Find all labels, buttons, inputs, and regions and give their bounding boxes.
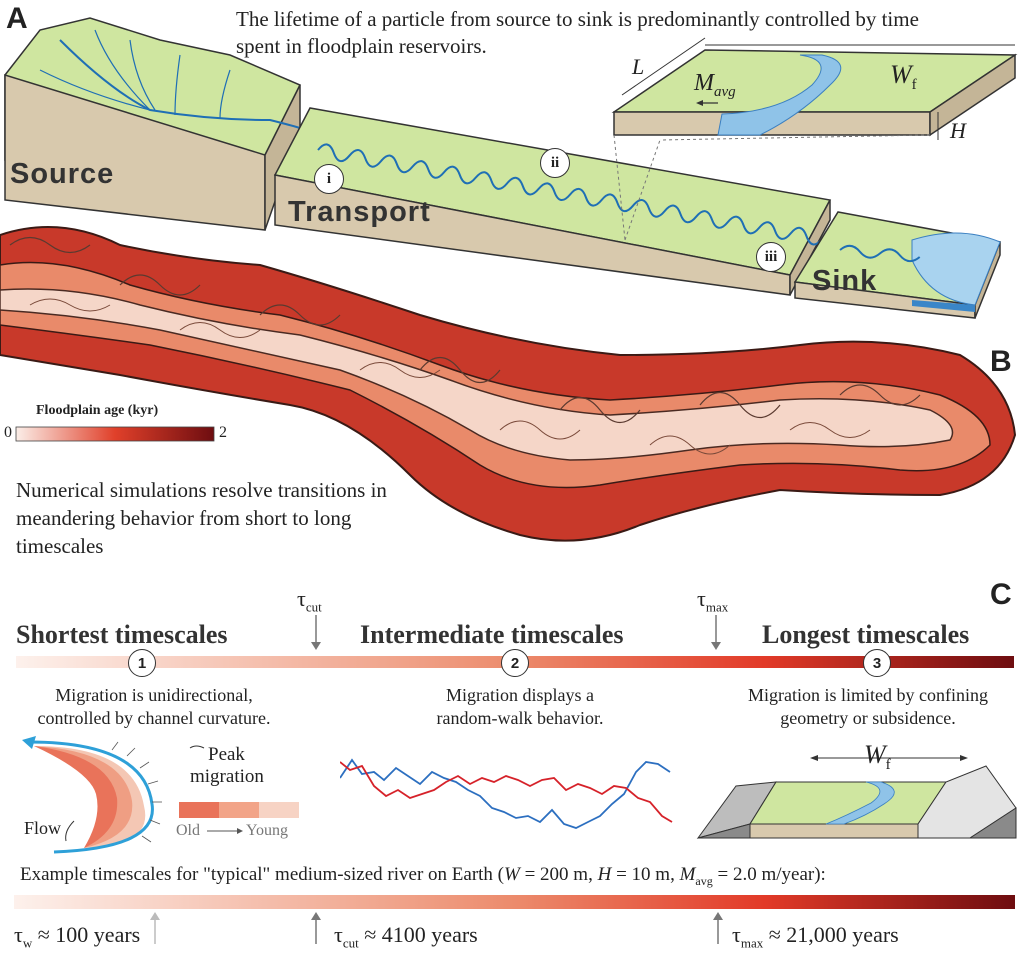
random-walk-diagram: [340, 758, 673, 829]
tau-w-subscript: w: [22, 935, 33, 951]
tau-cut-subscript: cut: [305, 599, 322, 615]
tau-max-value-symbol: τ: [732, 922, 741, 947]
description-shortest-line1: Migration is unidirectional,: [55, 685, 253, 705]
description-shortest-line2: controlled by channel curvature.: [37, 708, 271, 728]
example-timescales-text: Example timescales for "typical" medium-…: [20, 864, 826, 889]
source-block: [4, 17, 302, 231]
heading-intermediate: Intermediate timescales: [360, 620, 624, 649]
intro-text: The lifetime of a particle from source t…: [236, 7, 919, 58]
description-intermediate-line1: Migration displays a: [446, 685, 594, 705]
inset-height-label: H: [950, 118, 966, 143]
stage-transport-label: Transport: [288, 196, 431, 228]
marker-iii: iii: [756, 242, 786, 272]
marker-ii: ii: [540, 148, 570, 178]
sink-block: [793, 211, 1002, 319]
example-prefix: Example timescales for "typical" medium-…: [20, 864, 505, 885]
example-m-subscript: avg: [695, 873, 713, 888]
heading-shortest: Shortest timescales: [16, 620, 228, 649]
stage-source-label: Source: [10, 158, 115, 190]
panel-label-b: B: [990, 345, 1012, 378]
meander-belt: [0, 226, 1017, 542]
panel-b-description: Numerical simulations resolve transition…: [16, 478, 387, 558]
tau-max-value: τmax ≈ 21,000 years: [732, 922, 899, 951]
example-w-value: = 200 m,: [519, 864, 598, 885]
stage-number-2: 2: [501, 649, 529, 677]
heading-longest: Longest timescales: [762, 620, 970, 649]
tau-cut-value-text: ≈ 4100 years: [358, 922, 478, 947]
tau-cut-value-subscript: cut: [342, 935, 359, 951]
timescale-bar-bottom: [14, 895, 1015, 944]
description-intermediate: Migration displays a random-walk behavio…: [400, 684, 640, 730]
tau-max-value-subscript: max: [740, 935, 764, 951]
inset-width-subscript: f: [911, 77, 917, 94]
tau-cut-label: τcut: [297, 586, 322, 615]
marker-i: i: [314, 164, 344, 194]
floodplain-age-map: [0, 226, 1017, 542]
legend-title: Floodplain age (kyr): [36, 403, 159, 418]
inset-length-label: L: [632, 54, 645, 79]
age-colorbar: [15, 426, 215, 442]
legend-max: 2: [219, 424, 227, 441]
inset-migration-subscript: avg: [714, 83, 736, 100]
confined-valley-diagram: [696, 755, 1017, 839]
tau-cut-symbol: τ: [297, 586, 306, 611]
tau-w-text: ≈ 100 years: [32, 922, 141, 947]
valley-width-symbol: W: [864, 740, 886, 769]
tau-max-label: τmax: [697, 586, 728, 615]
inset-width-label: Wf: [890, 60, 917, 94]
panel-label-c: C: [990, 578, 1012, 611]
flow-label: Flow: [24, 818, 62, 838]
inset-migration-label: Mavg: [694, 70, 736, 101]
example-m-value: = 2.0 m/year):: [712, 864, 826, 885]
floodplain-inset: [611, 37, 1018, 241]
example-h-symbol: H: [597, 864, 612, 885]
tau-w-symbol: τ: [14, 922, 23, 947]
description-longest: Migration is limited by confining geomet…: [718, 684, 1018, 730]
migration-label: migration: [190, 766, 264, 787]
tau-max-symbol: τ: [697, 586, 706, 611]
description-intermediate-line2: random-walk behavior.: [436, 708, 604, 728]
transport-block: [273, 107, 832, 296]
description-longest-line2: geometry or subsidence.: [780, 708, 956, 728]
example-w-symbol: W: [504, 864, 520, 885]
tau-cut-value: τcut ≈ 4100 years: [334, 922, 478, 951]
tau-w-value: τw ≈ 100 years: [14, 922, 140, 951]
panel-label-a: A: [6, 2, 28, 35]
description-longest-line1: Migration is limited by confining: [748, 685, 988, 705]
stage-sink-label: Sink: [812, 265, 878, 297]
tau-max-subscript: max: [705, 599, 729, 615]
valley-width-subscript: f: [885, 757, 891, 774]
stage-number-1: 1: [128, 649, 156, 677]
inset-width-symbol: W: [890, 60, 912, 89]
example-m-symbol: M: [679, 864, 696, 885]
tau-max-value-text: ≈ 21,000 years: [763, 922, 899, 947]
old-label: Old: [176, 822, 200, 839]
bend-migration-diagram: [22, 736, 299, 854]
young-label: Young: [246, 822, 288, 839]
legend-min: 0: [4, 424, 12, 441]
stage-number-3: 3: [863, 649, 891, 677]
valley-width-label: Wf: [864, 740, 891, 774]
example-h-value: = 10 m,: [611, 864, 680, 885]
peak-label: Peak: [208, 744, 245, 765]
tau-cut-value-symbol: τ: [334, 922, 343, 947]
inset-migration-symbol: M: [694, 70, 714, 96]
description-shortest: Migration is unidirectional, controlled …: [18, 684, 290, 730]
source-to-sink-diagram: [4, 17, 1018, 319]
